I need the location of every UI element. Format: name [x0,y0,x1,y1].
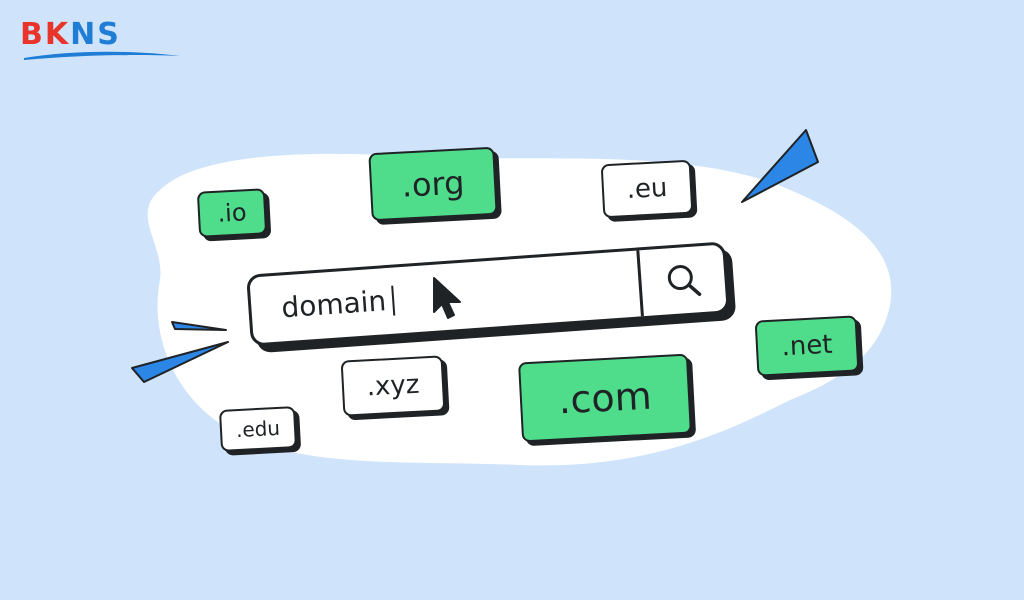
text-caret [391,285,396,316]
tld-tag-eu: .eu [600,159,694,219]
tld-tag-org-label: .org [400,163,466,205]
tld-tag-xyz: .xyz [340,355,446,417]
search-query-text: domain [280,284,388,325]
logo-swoosh-icon [24,51,180,60]
search-button[interactable] [639,245,726,317]
search-icon [667,265,701,297]
tld-tag-edu-label: .edu [235,415,281,443]
tld-tag-com-label: .com [557,373,653,423]
tld-tag-com: .com [518,353,692,443]
tld-tag-io: .io [196,188,268,238]
logo-part-a: BK [20,17,71,52]
tld-tag-net: .net [754,315,860,377]
tld-tag-net-label: .net [780,329,834,363]
tld-tag-org: .org [368,146,498,222]
tld-tag-xyz-label: .xyz [365,369,421,403]
search-input[interactable]: domain [280,284,396,325]
tld-tag-edu: .edu [218,406,298,452]
domain-search-bar[interactable]: domain [246,241,730,347]
tld-tag-eu-label: .eu [625,172,669,206]
bkns-logo: BKNS [20,18,180,68]
logo-part-b: NS [70,17,121,52]
tld-tag-io-label: .io [216,198,248,228]
mouse-pointer-icon [433,277,461,319]
